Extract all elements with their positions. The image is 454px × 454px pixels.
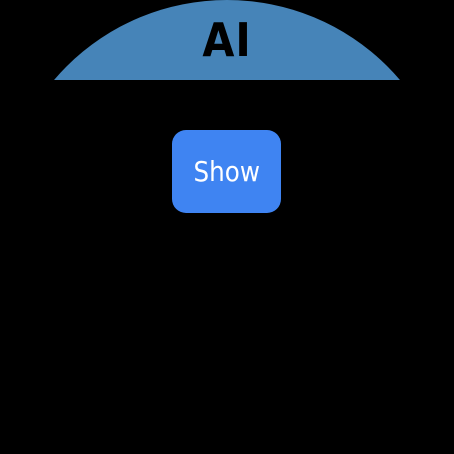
page-title: AI [202, 13, 252, 67]
show-button-label: Show [193, 155, 260, 188]
header-cap: AI [0, 0, 454, 80]
show-button[interactable]: Show [172, 130, 281, 213]
